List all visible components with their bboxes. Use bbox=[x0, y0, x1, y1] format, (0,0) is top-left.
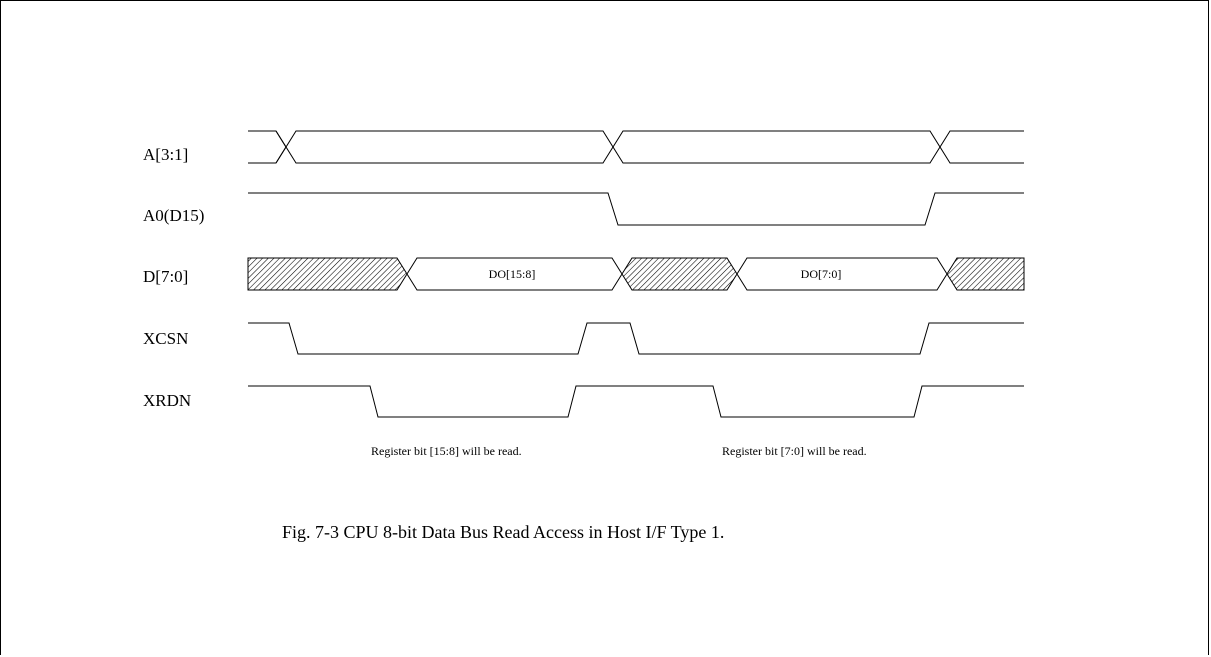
note-read-7-0: Register bit [7:0] will be read. bbox=[722, 444, 867, 458]
waveform-xcsn bbox=[248, 322, 1024, 355]
signal-label-a31: A[3:1] bbox=[143, 145, 188, 164]
data-region-do7-0 bbox=[736, 257, 948, 291]
signal-label-d70: D[7:0] bbox=[143, 267, 188, 286]
data-label-do7-0: DO[7:0] bbox=[801, 267, 842, 281]
signal-label-xrdn: XRDN bbox=[143, 391, 191, 410]
data-label-do15-8: DO[15:8] bbox=[489, 267, 536, 281]
note-read-15-8: Register bit [15:8] will be read. bbox=[371, 444, 522, 458]
signal-label-xcsn: XCSN bbox=[143, 329, 188, 348]
invalid-data-region-2 bbox=[621, 257, 738, 291]
invalid-data-region-1 bbox=[247, 257, 408, 291]
figure-caption: Fig. 7-3 CPU 8-bit Data Bus Read Access … bbox=[282, 522, 724, 542]
waveform-a31 bbox=[248, 130, 1024, 164]
signal-label-a0: A0(D15) bbox=[143, 206, 204, 225]
waveform-a0 bbox=[248, 192, 1024, 226]
invalid-data-region-3 bbox=[946, 257, 1025, 291]
waveform-d70: DO[15:8] DO[7:0] bbox=[247, 257, 1025, 291]
waveform-xrdn bbox=[248, 385, 1024, 418]
